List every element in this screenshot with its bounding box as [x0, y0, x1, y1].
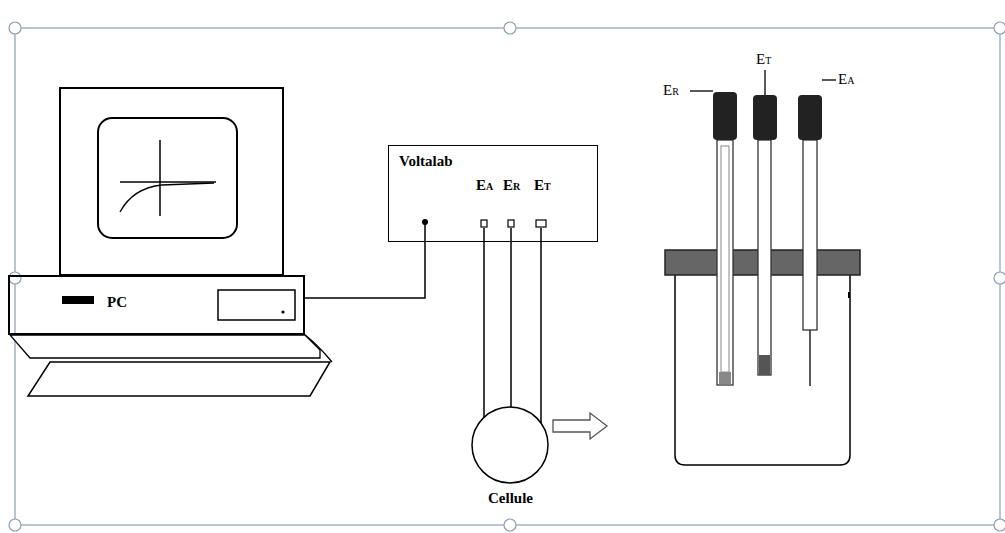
- terminal-label: ER: [503, 176, 520, 196]
- voltalab-terminals: [481, 220, 546, 227]
- working-electrode: [753, 95, 777, 375]
- keyboard: [28, 362, 330, 396]
- wire: [533, 228, 541, 440]
- cell-outline: [470, 405, 550, 485]
- cell-label: Cellule: [488, 489, 533, 507]
- wire: [483, 228, 485, 440]
- terminal-label: ET: [534, 176, 551, 196]
- electrode-label: EA: [838, 70, 854, 90]
- selection-handles: [9, 22, 1005, 531]
- terminal-label: EA: [476, 176, 493, 196]
- leader-lines: [690, 70, 836, 95]
- electrode-label: ET: [756, 50, 771, 70]
- reference-electrode: [713, 92, 737, 385]
- computer-case: [10, 290, 332, 362]
- cell-circle: Cellule: [470, 405, 550, 513]
- junction-dot: [422, 219, 428, 225]
- hollow-arrow: [553, 413, 607, 439]
- computer-box: PC: [8, 275, 305, 335]
- electrode-label: ER: [663, 81, 679, 101]
- box-label: Voltalab: [399, 152, 453, 170]
- wire: [305, 222, 425, 298]
- counter-electrode: [798, 95, 822, 386]
- potentiostat-box: VoltalabEA ER ET: [388, 145, 598, 242]
- monitor: [60, 88, 283, 275]
- box-label: PC: [107, 293, 127, 311]
